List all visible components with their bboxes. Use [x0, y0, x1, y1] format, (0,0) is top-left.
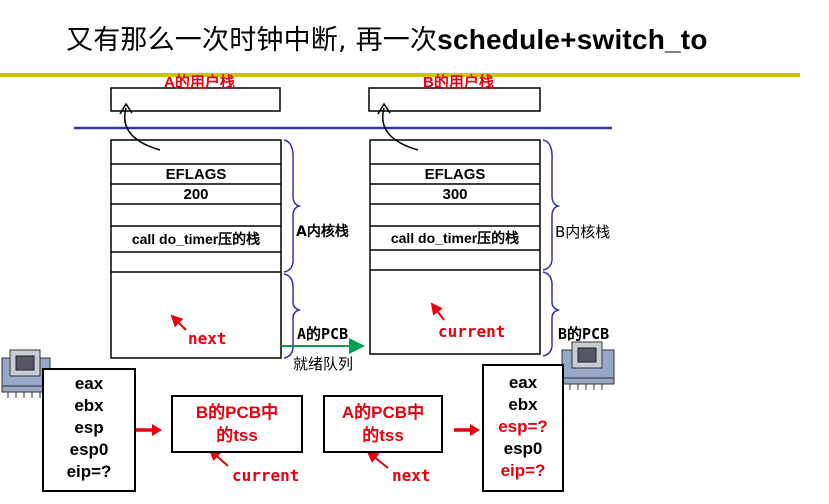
register-eax: eax — [74, 374, 104, 393]
register-esp: esp — [74, 418, 104, 437]
register-esp0: esp0 — [503, 439, 543, 458]
tss-a-box: A的PCB中 的tss — [323, 395, 443, 453]
next-pointer-a — [170, 314, 187, 331]
title-chinese: 又有那么一次时钟中断, 再一次 — [66, 25, 438, 56]
register-esp0: esp0 — [69, 440, 109, 459]
a-user-stack-box — [110, 87, 281, 112]
b-user-stack-box — [368, 87, 541, 112]
register-eip: eip=? — [66, 462, 112, 481]
register-esp: esp=? — [498, 417, 548, 436]
a-kernel-stack-label: A内核栈 — [296, 224, 349, 240]
register-eax: eax — [508, 373, 538, 392]
b-kernel-brace — [542, 139, 561, 271]
b-pcb-brace — [542, 271, 561, 357]
b-value-cell: 300 — [442, 185, 468, 203]
next-pointer-tss-a — [366, 450, 389, 469]
a-kernel-stack-box — [110, 139, 282, 359]
tss-a-line2: 的tss — [362, 426, 404, 445]
tss-b-box: B的PCB中 的tss — [171, 395, 303, 453]
a-kernel-brace — [283, 139, 302, 273]
register-eip: eip=? — [500, 461, 546, 480]
cpu-chip-icon — [561, 341, 615, 390]
cpu-registers-right: eax ebx esp=? esp0 eip=? — [482, 364, 564, 492]
arrow-from-tss-a — [454, 424, 480, 436]
b-kernel-stack-box — [369, 139, 541, 355]
a-pcb-brace — [283, 273, 302, 359]
b-eflags-cell: EFLAGS — [424, 165, 486, 183]
b-pcb-label: B的PCB — [558, 325, 610, 343]
b-user-stack-label: B的用户栈 — [423, 74, 494, 91]
title-code: schedule+switch_to — [437, 24, 708, 55]
next-label-a: next — [188, 329, 227, 348]
cpu-registers-left: eax ebx esp esp0 eip=? — [42, 368, 136, 492]
b-kernel-stack-label: B内核栈 — [555, 223, 611, 241]
slide-title: 又有那么一次时钟中断, 再一次schedule+switch_to — [66, 18, 708, 57]
current-label-tss: current — [232, 466, 300, 485]
arrow-to-tss-b — [136, 424, 162, 436]
tss-a-line1: A的PCB中 — [341, 403, 425, 422]
current-pointer-b — [430, 302, 445, 321]
a-user-stack-label: A的用户栈 — [164, 74, 235, 91]
current-label-b: current — [438, 322, 506, 341]
a-call-cell: call do_timer压的栈 — [131, 231, 261, 247]
ready-queue-label: 就绪队列 — [293, 355, 354, 373]
tss-b-line1: B的PCB中 — [195, 403, 279, 422]
register-ebx: ebx — [74, 396, 104, 415]
a-pcb-label: A的PCB — [297, 325, 349, 343]
a-return-arc — [124, 107, 161, 151]
title-underline — [0, 73, 800, 77]
a-value-cell: 200 — [183, 185, 209, 203]
b-call-cell: call do_timer压的栈 — [390, 230, 520, 246]
b-return-arc — [382, 107, 419, 151]
tss-b-line2: 的tss — [216, 426, 258, 445]
a-eflags-cell: EFLAGS — [165, 165, 227, 183]
register-ebx: ebx — [508, 395, 538, 414]
next-label-tss: next — [392, 466, 431, 485]
